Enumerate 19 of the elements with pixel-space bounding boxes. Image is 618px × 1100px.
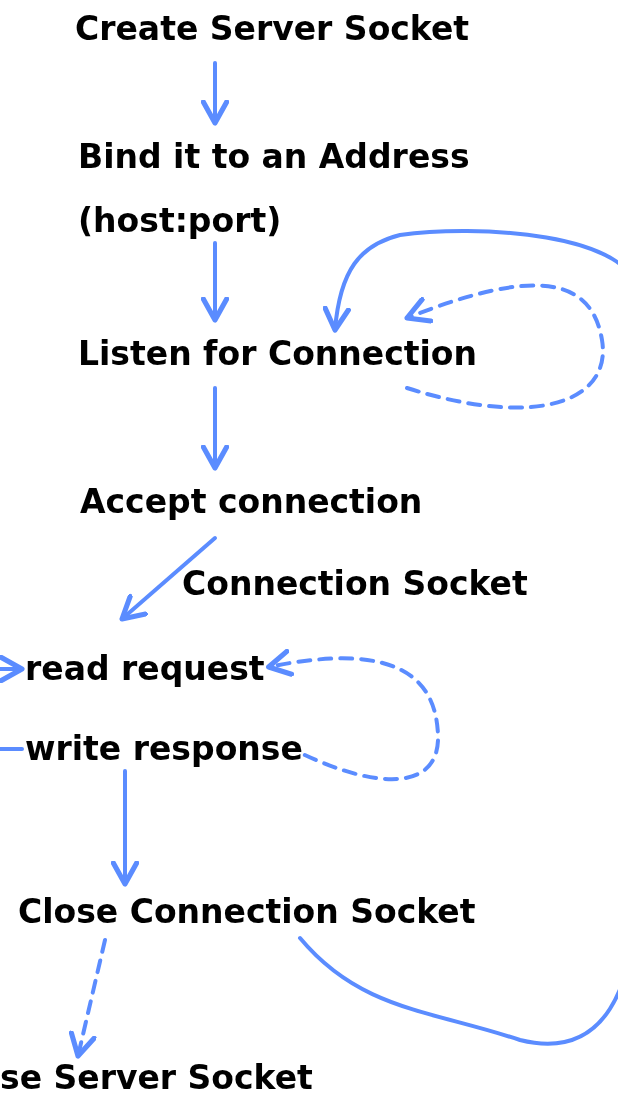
arrow [110,769,140,887]
step-label: Create Server Socket [75,0,470,61]
arrow [68,938,107,1059]
step-label: Accept connection [80,470,423,534]
arrow [404,283,605,410]
arrow [298,229,618,1046]
step-label: Close Connection Socket [18,880,476,944]
arrow [200,61,230,126]
arrow [200,241,230,323]
arrow [119,536,217,622]
arrow [200,386,230,471]
step-label: se Server Socket [0,1046,313,1100]
step-label: read request [25,637,265,701]
step-label: write response [25,717,303,781]
socket-label: Connection Socket [182,563,528,605]
arrow [266,649,440,782]
arrow [0,654,25,751]
step-label: Bind it to an Address (host:port) [78,125,558,253]
step-label: Listen for Connection [78,322,477,386]
